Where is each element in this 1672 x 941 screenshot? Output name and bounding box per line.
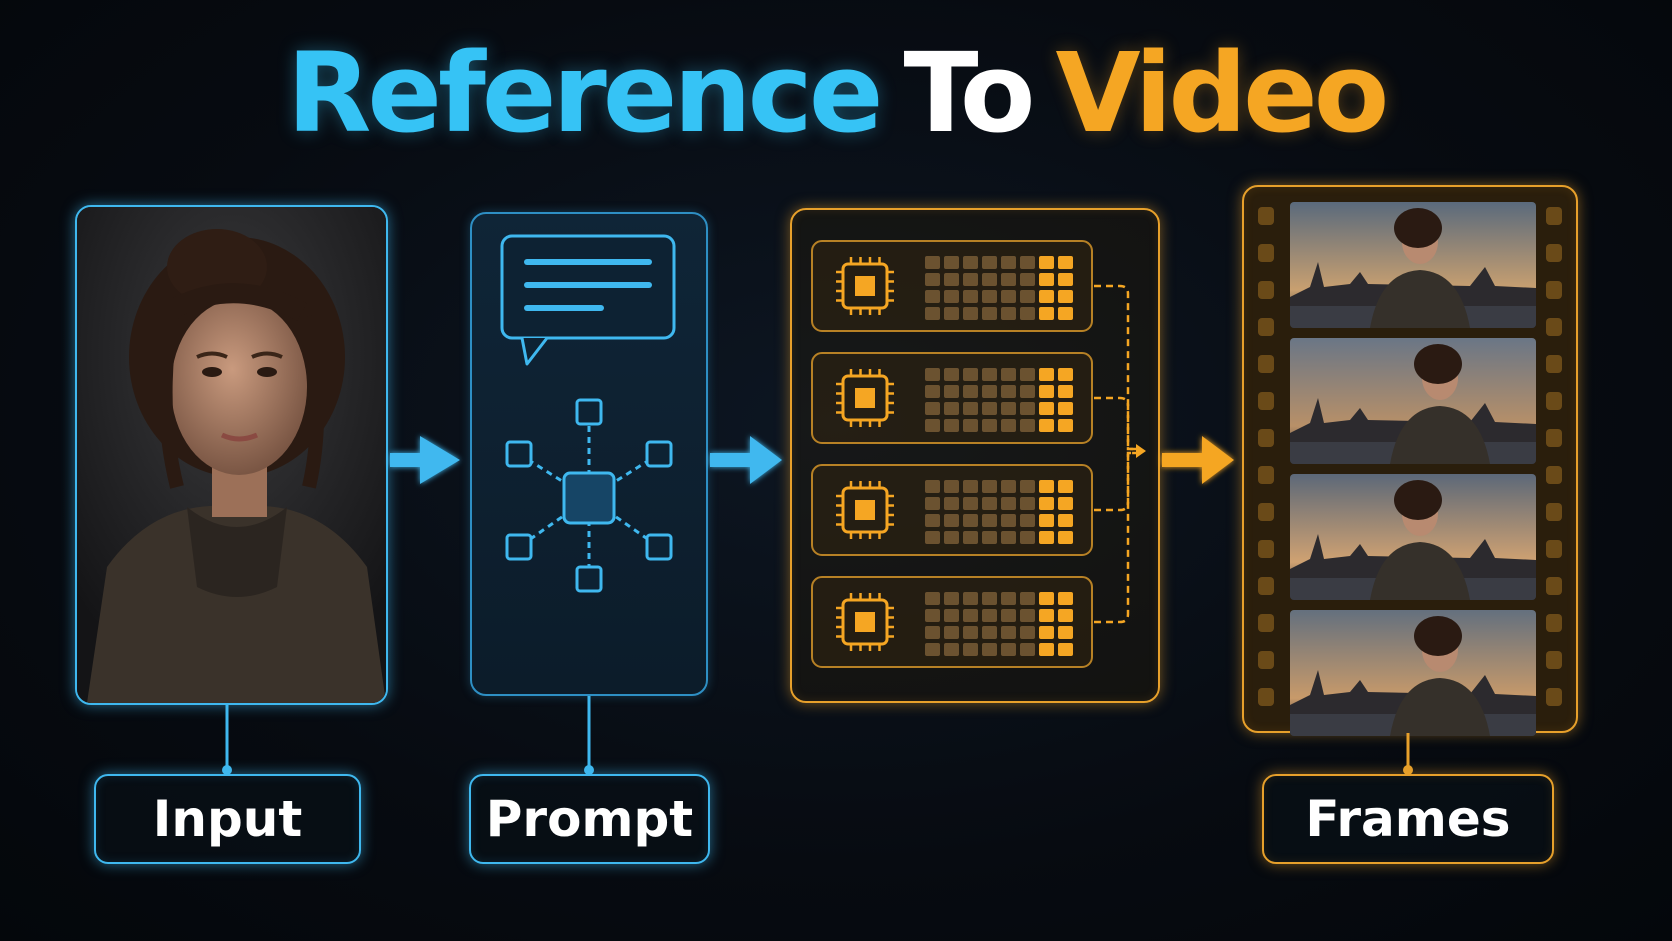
film-sprocket <box>1546 355 1562 373</box>
film-sprocket <box>1258 540 1274 558</box>
arrow-right-icon <box>1162 436 1234 484</box>
arrow-right-icon <box>390 436 460 484</box>
film-sprocket <box>1258 318 1274 336</box>
film-sprocket <box>1546 207 1562 225</box>
video-frame <box>1290 338 1536 464</box>
title-video: Video <box>1055 29 1389 157</box>
frames-filmstrip <box>1242 185 1578 736</box>
portrait-image <box>77 207 386 703</box>
film-sprocket <box>1546 577 1562 595</box>
film-sprocket <box>1258 577 1274 595</box>
film-sprocket <box>1258 392 1274 410</box>
film-sprocket <box>1546 614 1562 632</box>
film-sprocket <box>1258 466 1274 484</box>
film-sprocket <box>1546 392 1562 410</box>
input-label: Input <box>94 774 361 864</box>
film-sprocket <box>1546 503 1562 521</box>
title-reference: Reference <box>286 29 884 157</box>
film-sprocket <box>1258 244 1274 262</box>
film-sprocket <box>1546 318 1562 336</box>
film-sprocket <box>1546 688 1562 706</box>
film-sprocket <box>1258 429 1274 447</box>
prompt-panel <box>470 212 708 696</box>
film-sprocket <box>1546 281 1562 299</box>
video-frame <box>1290 610 1536 736</box>
processor-panel <box>790 208 1160 703</box>
film-sprocket <box>1546 651 1562 669</box>
film-sprocket <box>1546 466 1562 484</box>
input-connector <box>222 705 232 775</box>
video-frame <box>1290 474 1536 600</box>
film-sprocket <box>1258 688 1274 706</box>
arrow-right-icon <box>710 436 782 484</box>
film-sprocket <box>1546 540 1562 558</box>
input-portrait-panel <box>75 205 388 705</box>
film-sprocket <box>1258 281 1274 299</box>
speech-bubble-icon <box>500 234 676 366</box>
title-to: To <box>903 29 1035 157</box>
frames-label: Frames <box>1262 774 1554 864</box>
film-sprocket <box>1258 207 1274 225</box>
network-nodes-icon <box>505 398 673 593</box>
frames-connector <box>1403 733 1413 775</box>
film-sprocket <box>1546 244 1562 262</box>
prompt-graphic <box>500 234 676 593</box>
film-sprocket <box>1546 429 1562 447</box>
film-sprocket <box>1258 503 1274 521</box>
prompt-label: Prompt <box>469 774 710 864</box>
film-sprocket <box>1258 614 1274 632</box>
video-frame <box>1290 202 1536 328</box>
film-sprocket <box>1258 651 1274 669</box>
prompt-connector <box>584 696 594 775</box>
film-sprocket <box>1258 355 1274 373</box>
